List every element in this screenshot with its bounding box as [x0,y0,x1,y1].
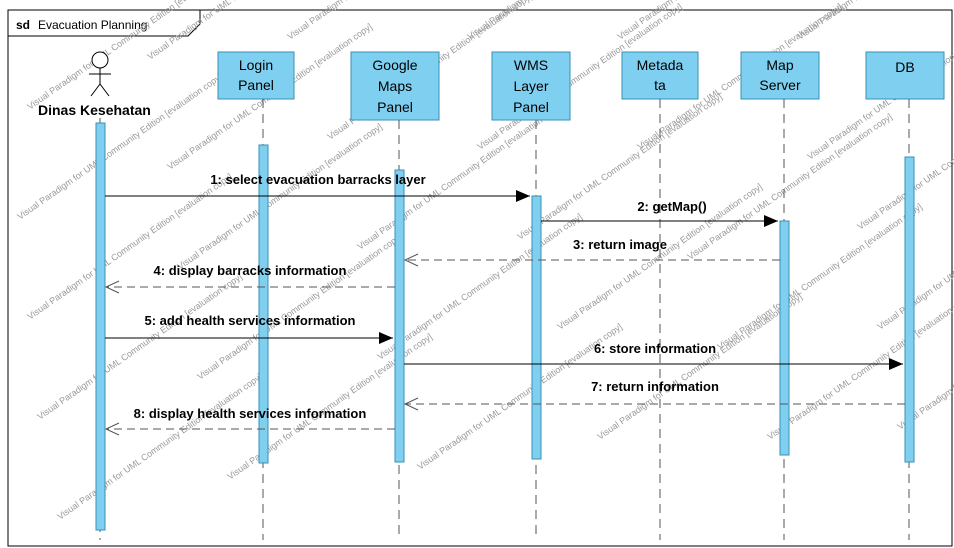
watermark-text: Visual Paradigm for UML Community Editio… [55,371,264,521]
frame-title: Evacuation Planning [38,18,147,32]
message-label: 5: add health services information [145,313,356,328]
frame-keyword: sd [16,18,30,32]
message-4: 4: display barracks information [104,263,395,294]
lifeline-metadata-line-1: Metada [637,57,684,73]
watermark-text: Visual Paradigm for UML Community Editio… [415,321,624,471]
lifeline-map-server: Map Server [740,51,820,540]
message-2: 2: getMap() [541,199,778,227]
lifeline-db: DB [865,51,945,540]
watermark-text: Visual Paradigm for UML Community Editio… [595,291,804,441]
watermark-text: Visual Paradigm for UML Community Editio… [375,211,584,361]
watermark-text: Visual Paradigm for UML Community Editio… [285,0,494,42]
message-6: 6: store information [404,341,903,370]
lifeline-metadata-line-2: ta [654,77,666,93]
actor-lifeline: Dinas Kesehatan [38,51,151,540]
lifeline-mapserver-line-2: Server [759,77,801,93]
lifeline-gmaps-line-2: Maps [378,78,412,94]
watermark-text: Visual Paradigm for UML Community Editio… [685,111,894,261]
message-1: 1: select evacuation barracks layer [105,172,530,202]
message-7: 7: return information [403,379,905,411]
messages: 1: select evacuation barracks layer 2: g… [104,172,905,436]
lifeline-login-panel: Login Panel [217,51,295,540]
lifeline-wms-layer-panel: WMS Layer Panel [491,51,571,540]
lifeline-db-line-1: DB [895,59,914,75]
lifeline-wms-line-3: Panel [513,99,549,115]
message-label: 6: store information [594,341,716,356]
message-3: 3: return image [403,237,780,267]
lifeline-login-line-2: Panel [238,77,274,93]
watermark-text: Visual Paradigm for UML Community Editio… [765,291,954,441]
message-label: 4: display barracks information [154,263,347,278]
watermark-text: Visual Paradigm for UML Community Editio… [195,231,404,381]
lifeline-gmaps-line-3: Panel [377,99,413,115]
message-label: 3: return image [573,237,667,252]
lifeline-metadata: Metada ta [621,51,699,540]
lifelines: Dinas Kesehatan Login Panel Google Maps … [38,51,945,540]
message-label: 7: return information [591,379,719,394]
message-label: 2: getMap() [637,199,706,214]
lifeline-wms-line-1: WMS [514,57,548,73]
lifeline-wms-line-2: Layer [513,78,548,94]
message-label: 1: select evacuation barracks layer [210,172,425,187]
diagram-frame: sd Evacuation Planning [7,9,953,547]
message-label: 8: display health services information [134,406,367,421]
message-8: 8: display health services information [104,406,395,436]
lifeline-mapserver-line-1: Map [766,57,793,73]
message-5: 5: add health services information [105,313,393,344]
lifeline-google-maps-panel: Google Maps Panel [350,51,440,540]
actor-name: Dinas Kesehatan [38,102,151,118]
lifeline-login-line-1: Login [239,57,273,73]
lifeline-gmaps-line-1: Google [372,57,417,73]
